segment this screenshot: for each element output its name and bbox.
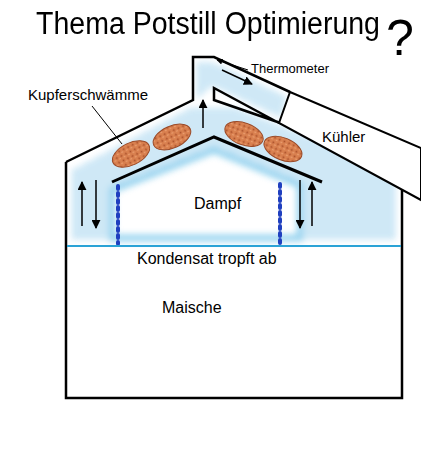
region-label: Dampf — [194, 195, 241, 213]
tube-outline — [276, 90, 421, 208]
part-name: Kupferschwämme — [28, 86, 148, 103]
node-label: Kühler — [322, 128, 365, 145]
note-text: Kondensat tropft ab — [137, 250, 277, 268]
question-mark: ? — [386, 10, 414, 68]
region-label: Maische — [162, 299, 222, 317]
part-name: Thermometer — [251, 62, 329, 77]
title-text: Thema Potstill Optimierung — [36, 6, 380, 42]
condenser-tube: Kühler — [276, 90, 421, 208]
